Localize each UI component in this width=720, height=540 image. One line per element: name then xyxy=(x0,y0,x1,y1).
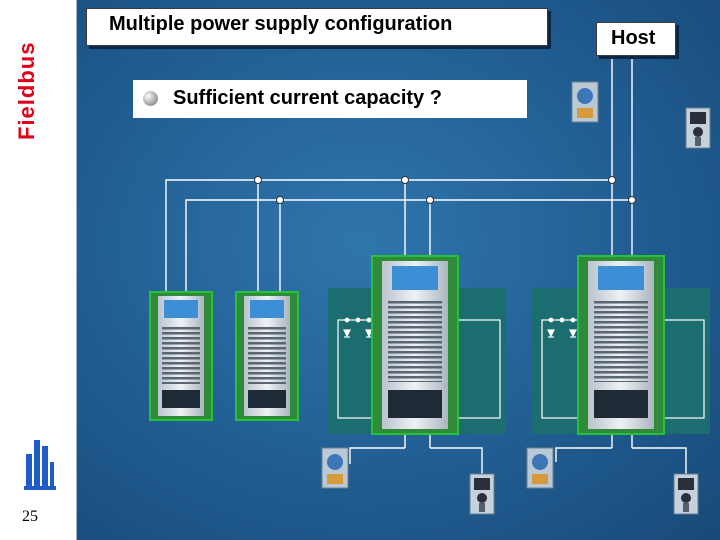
power-supply-unit-icon xyxy=(577,255,665,435)
bullet-icon xyxy=(143,91,158,106)
transmitter-device-icon xyxy=(321,447,349,489)
page-number: 25 xyxy=(22,508,38,525)
bullet-box: Sufficient current capacity ? xyxy=(133,80,527,118)
diode-icon xyxy=(569,329,577,338)
fieldbus-logo-icon xyxy=(24,440,56,490)
transmitter-device-icon xyxy=(571,81,599,123)
trunk-wires xyxy=(165,56,687,474)
power-supply-unit-icon xyxy=(149,291,213,421)
power-supply-unit-icon xyxy=(235,291,299,421)
sidebar: Fieldbus 25 xyxy=(0,0,77,540)
valve-positioner-device-icon xyxy=(469,473,495,515)
junction-nodes xyxy=(254,176,636,204)
valve-positioner-device-icon xyxy=(685,107,711,149)
bullet-text: Sufficient current capacity ? xyxy=(173,87,442,109)
slide-title: Multiple power supply configuration xyxy=(86,8,548,46)
valve-positioner-device-icon xyxy=(673,473,699,515)
power-supply-unit-icon xyxy=(371,255,459,435)
diode-icon xyxy=(547,329,555,338)
diode-icon xyxy=(343,329,351,338)
transmitter-device-icon xyxy=(526,447,554,489)
host-label: Host xyxy=(596,22,676,56)
